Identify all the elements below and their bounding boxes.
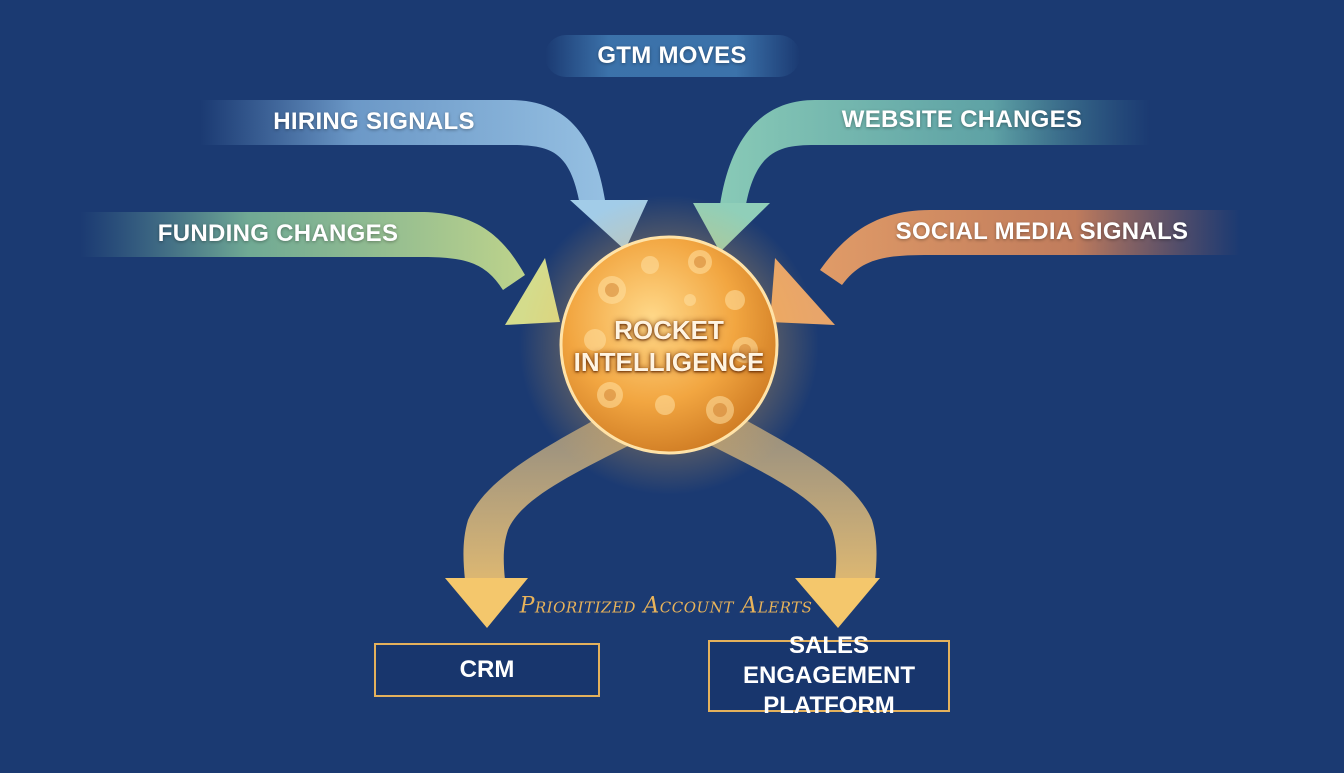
social-media-signals-label: SOCIAL MEDIA SIGNALS bbox=[895, 218, 1189, 245]
gtm-moves-label: GTM MOVES bbox=[597, 42, 747, 69]
core-label-line1: ROCKET bbox=[614, 315, 724, 345]
funding-changes-label: FUNDING CHANGES bbox=[157, 220, 399, 247]
sales-engagement-platform-label: SALES ENGAGEMENT PLATFORM bbox=[742, 632, 915, 719]
crm-label: CRM bbox=[459, 656, 515, 683]
rocket-intelligence-label: ROCKET INTELLIGENCE bbox=[559, 314, 779, 378]
prioritized-alerts-caption: Prioritized Account Alerts bbox=[519, 593, 813, 619]
core-label-line2: INTELLIGENCE bbox=[573, 347, 765, 377]
core-sphere-icon bbox=[559, 235, 779, 455]
sales-engagement-platform-box: SALES ENGAGEMENT PLATFORM bbox=[708, 632, 950, 719]
hiring-signals-label: HIRING SIGNALS bbox=[273, 108, 475, 135]
crm-box: CRM bbox=[374, 643, 600, 697]
gtm-banner bbox=[545, 35, 800, 77]
website-changes-label: WEBSITE CHANGES bbox=[841, 106, 1083, 133]
